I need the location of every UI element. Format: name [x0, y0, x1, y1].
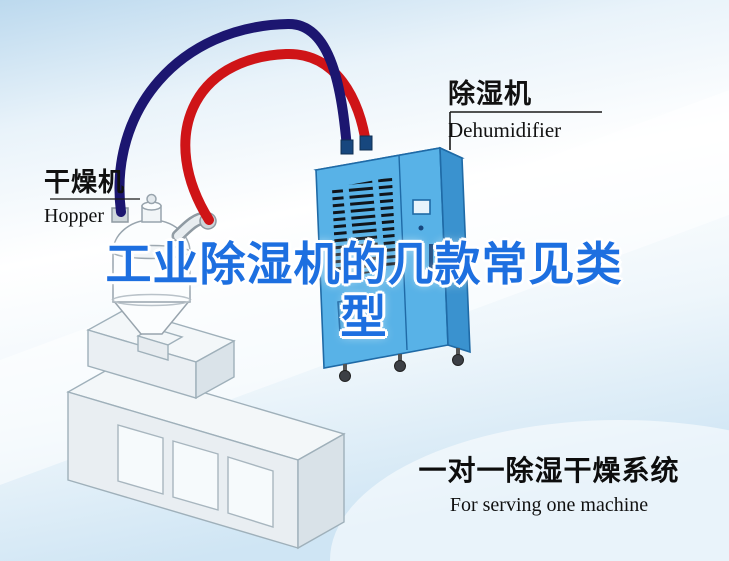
hopper-label-cn: 干燥机	[44, 168, 126, 198]
dehumidifier-label: 除湿机 Dehumidifier	[448, 79, 606, 143]
extruder-machine-illustration	[66, 308, 346, 550]
hopper-dryer-illustration	[111, 193, 217, 335]
caption-en: For serving one machine	[449, 494, 649, 516]
hopper-label-en: Hopper	[44, 205, 104, 227]
page-title: 工业除湿机的几款常见类型	[105, 237, 623, 345]
system-caption: 一对一除湿干燥系统 For serving one machine	[402, 454, 696, 517]
dehumidifier-label-cn: 除湿机	[448, 79, 532, 110]
hose-fittings	[340, 135, 373, 155]
dehumidifier-illustration	[313, 146, 471, 382]
caption-cn: 一对一除湿干燥系统	[418, 454, 680, 487]
door-handle	[429, 244, 433, 270]
control-display	[412, 199, 431, 215]
hopper-label: 干燥机 Hopper	[44, 168, 166, 228]
label-leader-lines	[50, 111, 602, 200]
caster-wheels	[339, 348, 464, 382]
vent-grille	[332, 177, 396, 279]
navy-hose	[114, 18, 352, 217]
red-hose	[180, 48, 371, 225]
dehumidifier-label-en: Dehumidifier	[448, 118, 562, 142]
filter-panel	[337, 295, 375, 333]
